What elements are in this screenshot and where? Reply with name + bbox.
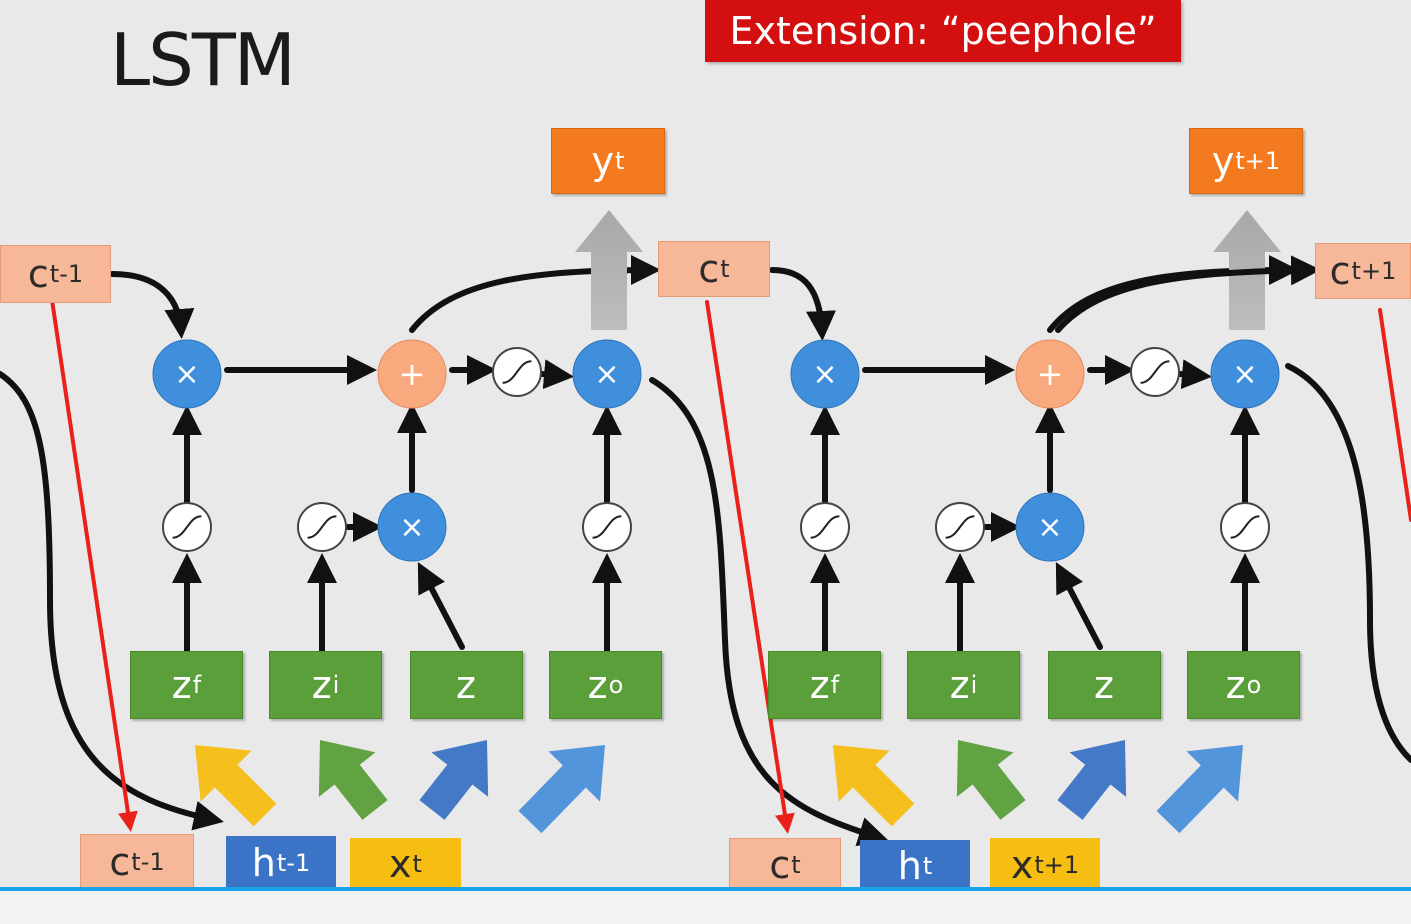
input-arrow-blue [1057,740,1127,820]
sigmoid-curve [1140,360,1170,384]
connection-lines [0,210,1411,847]
sigmoid-icon [935,502,985,552]
add-icon: + [1037,355,1064,393]
add-icon: + [399,355,426,393]
input-arrow-green-shape [318,740,388,820]
input-multiply-node: × [1015,492,1085,562]
input-arrow-yellow [833,745,915,827]
sigmoid-icon [800,502,850,552]
input-arrow-lightblue-shape [1156,745,1243,834]
input-arrow-blue-shape [419,740,489,820]
sigmoid-curve [810,515,840,539]
sigmoid-curve [502,360,532,384]
multiply-circle [790,339,860,409]
arrow-z-to-input [417,562,465,650]
input-arrow-lightblue [1156,745,1243,834]
multiply-circle [152,339,222,409]
peephole-line-2 [705,300,795,834]
add-circle [1015,339,1085,409]
add-node: + [377,339,447,409]
sigmoid-curve [1230,515,1260,539]
input-multiply-node: × [377,492,447,562]
peephole-line-3 [1378,308,1411,522]
forget-multiply-node: × [790,339,860,409]
gate-z: z [410,651,523,719]
operation-nodes: × + × × × + × × [152,339,1280,562]
input-arrow-yellow-shape [833,745,915,827]
sigmoid-icon [162,502,212,552]
gate-z: z [1048,651,1161,719]
player-bar [0,888,1411,924]
sigmoid-icon [582,502,632,552]
arrow-add-to-cnext [1055,255,1321,333]
multiply-circle [572,339,642,409]
sigmoid-icon [1220,502,1270,552]
input-arrow-blue-shape [1057,740,1127,820]
sigmoid-icon [492,347,542,397]
forget-multiply-node: × [152,339,222,409]
input-arrow-green [318,740,388,820]
slide-title: LSTM [110,18,296,102]
input-arrow-yellow-shape [195,745,277,827]
arrow-cprev-to-forget [109,271,195,339]
extension-banner: Extension: “peephole” [705,0,1181,62]
add-circle [377,339,447,409]
input-arrow-green [956,740,1026,820]
input-arrow-lightblue-shape [518,745,605,834]
multiply-circle [1015,492,1085,562]
multiply-icon: × [174,357,199,392]
input-arrow-blue [419,740,489,820]
sigmoid-icon [297,502,347,552]
multiply-circle [377,492,447,562]
curve-h-prev-block [0,371,224,831]
arrow-tanh-to-output [539,359,574,390]
multiply-icon: × [1037,510,1062,545]
multiply-icon: × [1232,357,1257,392]
sigmoid-curve [592,515,622,539]
sigmoid-curve [945,515,975,539]
arrow-z-to-input [1055,562,1103,650]
multiply-circle [1210,339,1280,409]
sigmoid-icon [1130,347,1180,397]
multiply-icon: × [399,510,424,545]
sigmoid-curve [172,515,202,539]
add-node: + [1015,339,1085,409]
peephole-line-1 [50,298,138,832]
curve-output-to-next [1285,363,1411,763]
arrow-ct-to-forget [769,267,836,341]
multiply-icon: × [812,357,837,392]
input-arrow-lightblue [518,745,605,834]
output-multiply-node: × [572,339,642,409]
output-arrow [575,210,643,330]
output-multiply-node: × [1210,339,1280,409]
sigmoid-curve [307,515,337,539]
curve-output-to-ht [649,377,889,847]
input-arrow-yellow [195,745,277,827]
progress-line [0,887,1411,891]
multiply-icon: × [594,357,619,392]
input-arrow-green-shape [956,740,1026,820]
arrow-tanh-to-output [1177,359,1212,390]
